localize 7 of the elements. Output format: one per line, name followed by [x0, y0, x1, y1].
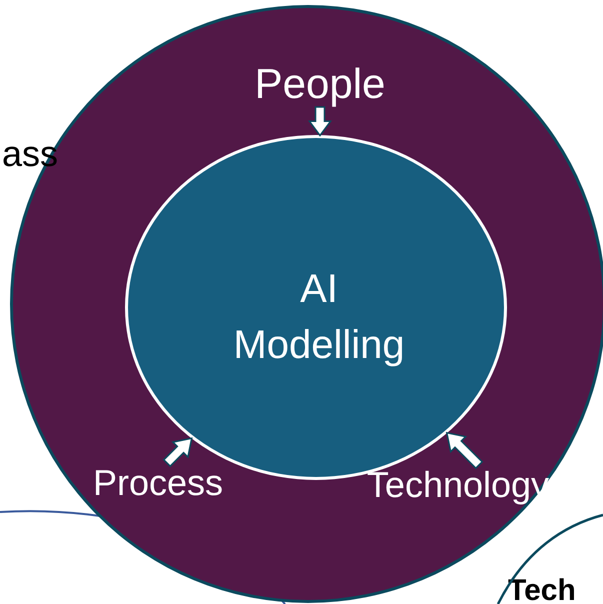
block-arrow	[446, 432, 484, 470]
partial-label: Tech	[508, 576, 576, 604]
block-arrow	[162, 437, 193, 468]
category-label: People	[254, 61, 386, 108]
circle-label: AI Modelling	[232, 266, 406, 368]
category-label: Process	[92, 463, 224, 503]
block-arrow	[308, 106, 332, 137]
